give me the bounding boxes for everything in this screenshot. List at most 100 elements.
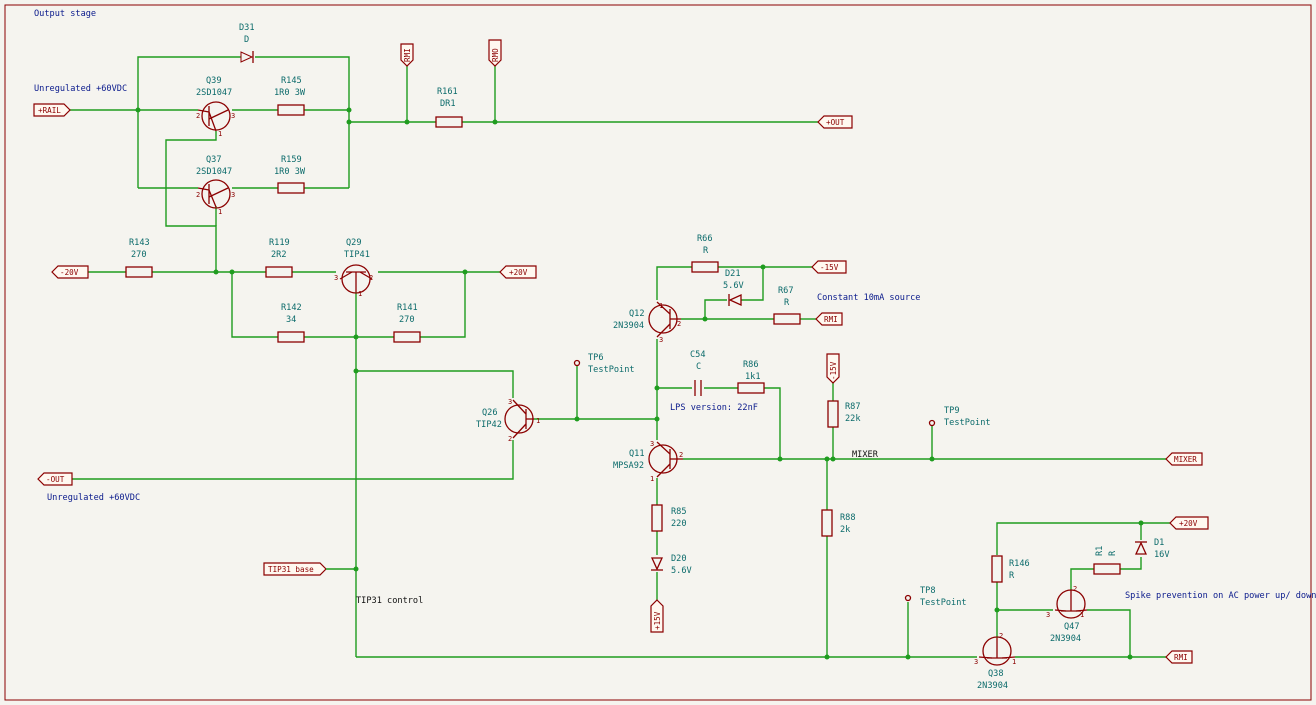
svg-text:R: R [1108, 550, 1118, 556]
svg-text:-15V: -15V [829, 361, 838, 380]
svg-text:R: R [703, 246, 709, 256]
testpoint-tp8[interactable]: TP8 TestPoint [904, 586, 967, 608]
resistor-r146[interactable]: R146 R [991, 555, 1030, 583]
transistor-q47[interactable]: Q47 2N3904 3 1 2 [1046, 585, 1088, 644]
port-out[interactable]: +OUT [817, 115, 853, 129]
resistor-r88[interactable]: R88 2k [821, 509, 856, 537]
port-plus-20v-b[interactable]: +20V [1169, 516, 1209, 530]
junctions [135, 107, 1144, 660]
port-minus-20v[interactable]: -20V [51, 265, 89, 279]
port-rmi-top[interactable]: RMI [400, 43, 414, 67]
svg-text:MPSA92: MPSA92 [613, 461, 644, 471]
svg-text:R141: R141 [397, 303, 418, 313]
svg-text:DR1: DR1 [440, 99, 456, 109]
resistor-r159[interactable]: R159 1R0 3W [274, 155, 306, 194]
svg-text:C54: C54 [690, 350, 706, 360]
resistor-r1[interactable]: R1 R [1093, 546, 1121, 575]
svg-text:R: R [1009, 571, 1015, 581]
svg-text:R143: R143 [129, 238, 150, 248]
port-rail[interactable]: +RAIL [33, 103, 71, 117]
port-minus-out[interactable]: -OUT [37, 472, 73, 486]
note-unregulated-top: Unregulated +60VDC [34, 84, 127, 94]
svg-text:R1: R1 [1095, 546, 1105, 556]
resistor-r87[interactable]: R87 22k [827, 400, 861, 428]
svg-text:Q11: Q11 [629, 449, 645, 459]
svg-text:RMO: RMO [491, 48, 500, 62]
transistor-q11[interactable]: Q11 MPSA92 2 3 1 [613, 440, 683, 483]
transistor-q12[interactable]: Q12 2N3904 2 1 3 [613, 301, 681, 344]
svg-text:3: 3 [1046, 611, 1050, 619]
svg-text:Q26: Q26 [482, 408, 498, 418]
testpoint-tp9[interactable]: TP9 TestPoint [928, 406, 991, 428]
svg-text:2SD1047: 2SD1047 [196, 167, 232, 177]
svg-text:1R0 3W: 1R0 3W [274, 88, 306, 98]
svg-text:R161: R161 [437, 87, 458, 97]
svg-text:1: 1 [1012, 658, 1016, 666]
zener-d21[interactable]: D21 5.6V [723, 269, 744, 307]
net-label-mixer: MIXER [852, 450, 879, 460]
resistor-r86[interactable]: R86 1k1 [737, 360, 765, 394]
svg-text:2: 2 [677, 320, 681, 328]
port-minus-15v-a[interactable]: -15V [811, 260, 847, 274]
resistor-r161[interactable]: R161 DR1 [435, 87, 463, 128]
resistor-r85[interactable]: R85 220 [651, 504, 687, 532]
capacitor-c54[interactable]: C54 C [690, 350, 706, 396]
svg-text:1: 1 [218, 208, 222, 216]
port-rmi-a[interactable]: RMI [815, 312, 843, 326]
resistor-r141[interactable]: R141 270 [393, 303, 421, 343]
transistor-q38[interactable]: Q38 2N3904 3 1 2 [974, 632, 1016, 691]
resistor-r142[interactable]: R142 34 [277, 303, 305, 343]
svg-text:1: 1 [659, 302, 663, 310]
transistor-q26[interactable]: Q26 TIP42 1 3 2 [476, 398, 540, 443]
svg-text:R85: R85 [671, 507, 687, 517]
transistor-q39[interactable]: Q39 2SD1047 2 3 1 [196, 76, 235, 138]
note-unregulated-bottom: Unregulated +60VDC [47, 493, 140, 503]
svg-text:TP8: TP8 [920, 586, 936, 596]
port-minus-15v-b[interactable]: -15V [826, 353, 840, 384]
svg-text:2R2: 2R2 [271, 250, 287, 260]
svg-text:270: 270 [399, 315, 415, 325]
zener-d20[interactable]: D20 5.6V [650, 554, 692, 576]
svg-text:R88: R88 [840, 513, 856, 523]
svg-text:R145: R145 [281, 76, 302, 86]
svg-text:Q12: Q12 [629, 309, 645, 319]
diode-d31[interactable]: D31 D [239, 23, 255, 63]
zener-d1[interactable]: D1 16V [1134, 538, 1170, 560]
resistor-r119[interactable]: R119 2R2 [265, 238, 293, 278]
svg-text:R66: R66 [697, 234, 713, 244]
svg-text:D: D [244, 35, 249, 45]
resistor-r145[interactable]: R145 1R0 3W [274, 76, 306, 116]
port-mixer[interactable]: MIXER [1165, 452, 1203, 466]
svg-text:Q47: Q47 [1064, 622, 1080, 632]
svg-text:Q37: Q37 [206, 155, 222, 165]
svg-text:+20V: +20V [1179, 519, 1198, 528]
transistor-q37[interactable]: Q37 2SD1047 2 3 1 [196, 155, 235, 216]
svg-text:D1: D1 [1154, 538, 1164, 548]
port-plus-15v[interactable]: +15V [650, 599, 664, 633]
svg-text:R159: R159 [281, 155, 302, 165]
transistor-q29[interactable]: Q29 TIP41 3 2 1 [334, 238, 373, 298]
svg-text:RMI: RMI [403, 48, 412, 62]
port-rmo-top[interactable]: RMO [488, 39, 502, 67]
svg-text:1: 1 [358, 290, 362, 298]
svg-text:R86: R86 [743, 360, 759, 370]
port-tip31-base[interactable]: TIP31 base [263, 562, 327, 576]
resistor-r66[interactable]: R66 R [691, 234, 719, 273]
svg-text:3: 3 [508, 398, 512, 406]
resistor-r67[interactable]: R67 R [773, 286, 801, 325]
svg-text:2: 2 [196, 112, 200, 120]
svg-text:3: 3 [231, 112, 235, 120]
resistor-r143[interactable]: R143 270 [125, 238, 153, 278]
svg-text:2: 2 [508, 435, 512, 443]
svg-text:TIP31 base: TIP31 base [268, 565, 314, 574]
port-plus-20v-a[interactable]: +20V [499, 265, 537, 279]
svg-text:TestPoint: TestPoint [588, 365, 635, 375]
svg-text:2N3904: 2N3904 [1050, 634, 1081, 644]
svg-text:TP9: TP9 [944, 406, 960, 416]
svg-text:TP6: TP6 [588, 353, 604, 363]
port-rmi-b[interactable]: RMI [1165, 650, 1193, 664]
svg-text:1R0 3W: 1R0 3W [274, 167, 306, 177]
testpoint-tp6[interactable]: TP6 TestPoint [573, 353, 635, 375]
sheet-border [4, 4, 1312, 701]
